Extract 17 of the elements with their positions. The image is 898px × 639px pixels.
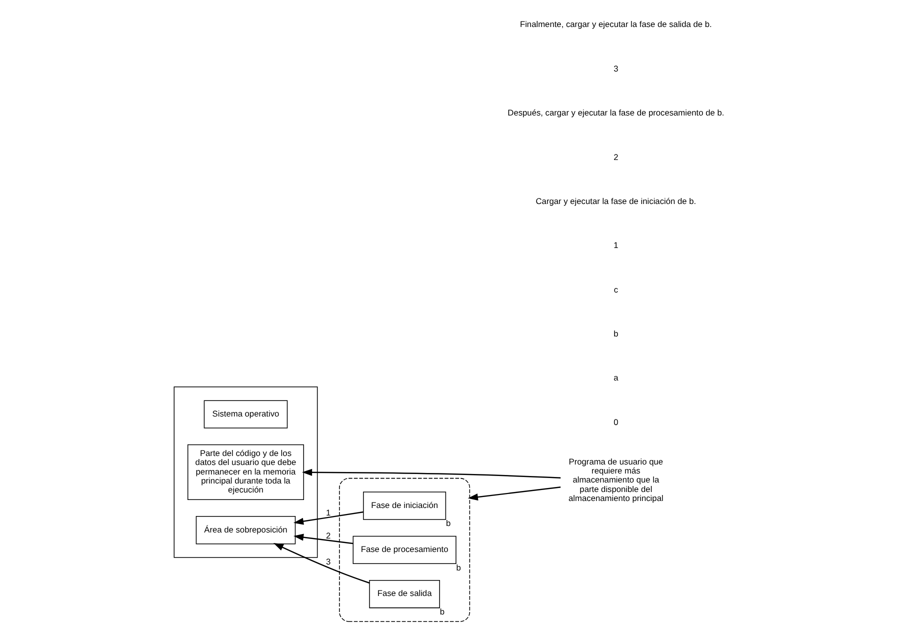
label: a <box>613 372 618 383</box>
edge-label: 1 <box>326 507 330 518</box>
label: Después, cargar y ejecutar la fase de procesamiento de b. <box>507 108 724 118</box>
label: 0 <box>613 416 618 427</box>
label: 3 <box>613 63 618 74</box>
label: c <box>613 284 618 294</box>
label: b <box>613 328 618 338</box>
node-label: b <box>446 518 450 528</box>
node-text: Programa de usuario que requiere más almacenamiento que la parte disponible del almacenamiento principal <box>568 456 663 504</box>
edge-label: 2 <box>326 530 330 540</box>
label: Finalmente, cargar y ejecutar la fase de salida de b. <box>519 19 712 30</box>
label: 1 <box>613 240 618 250</box>
label: 2 <box>613 152 618 162</box>
edge-label: 3 <box>326 556 330 566</box>
label: Cargar y ejecutar la fase de iniciación de b. <box>535 196 696 206</box>
node-label: b <box>456 562 460 572</box>
node-label: b <box>439 606 444 617</box>
